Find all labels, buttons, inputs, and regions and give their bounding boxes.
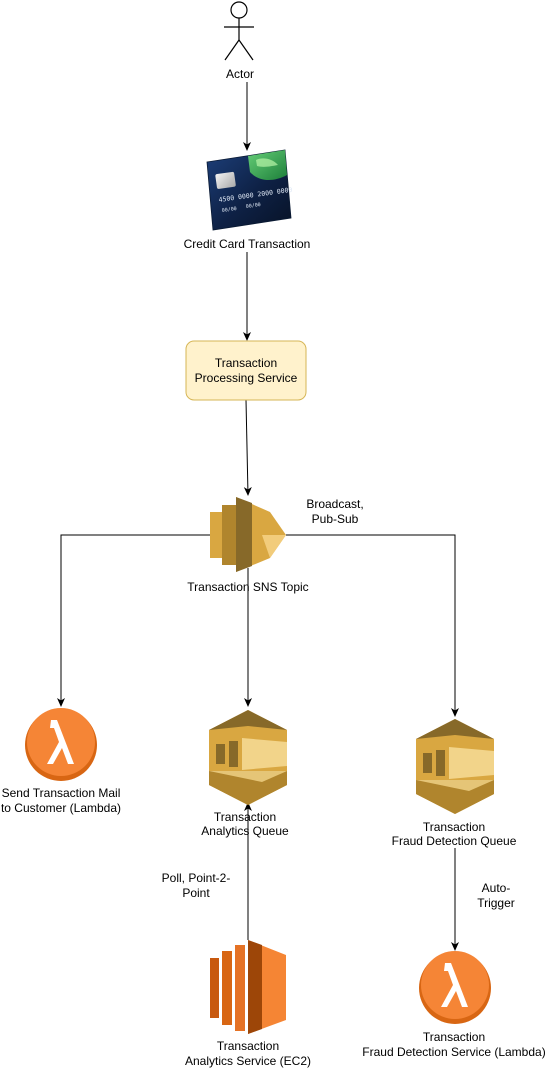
- poll-label-line2: Point: [182, 886, 210, 900]
- sns-topic-label: Transaction SNS Topic: [187, 580, 308, 594]
- lambda-mail-label-line2: to Customer (Lambda): [1, 801, 121, 815]
- edge-sns-to-lambda-mail: [57, 534, 210, 707]
- fraud-queue-node[interactable]: Transaction Fraud Detection Queue: [392, 719, 517, 848]
- fraud-queue-label-line2: Fraud Detection Queue: [392, 834, 517, 848]
- lambda-mail-node[interactable]: Send Transaction Mail to Customer (Lambd…: [1, 708, 121, 815]
- edges: [57, 82, 459, 951]
- aws-ec2-icon: [210, 940, 286, 1034]
- analytics-queue-node[interactable]: Transaction Analytics Queue: [201, 710, 289, 838]
- analytics-queue-label-line1: Transaction: [214, 810, 276, 824]
- credit-card-node[interactable]: 4500 0000 2000 0000 00/00 00/00 Credit C…: [184, 149, 311, 251]
- aws-lambda-icon: [25, 708, 97, 781]
- actor-label: Actor: [226, 67, 254, 81]
- processing-service-box: [185, 340, 307, 401]
- edge-labels: Broadcast, Pub-Sub Poll, Point-2- Point …: [162, 497, 515, 910]
- processing-service-node[interactable]: Transaction Processing Service: [185, 340, 307, 401]
- edge-sns-to-fraud-queue: [286, 534, 459, 717]
- aws-lambda-icon: [419, 951, 491, 1024]
- aws-sns-icon: [210, 497, 286, 572]
- aws-sqs-icon: [416, 719, 494, 814]
- card-date-1: 00/00: [221, 206, 237, 214]
- analytics-service-node[interactable]: Transaction Analytics Service (EC2): [185, 940, 311, 1068]
- poll-label-line1: Poll, Point-2-: [162, 871, 231, 885]
- credit-card-label: Credit Card Transaction: [184, 237, 311, 251]
- fraud-service-node[interactable]: Transaction Fraud Detection Service (Lam…: [362, 951, 546, 1059]
- fraud-service-label-line1: Transaction: [423, 1030, 485, 1044]
- credit-card-icon: 4500 0000 2000 0000 00/00 00/00: [206, 149, 293, 231]
- lambda-mail-label-line1: Send Transaction Mail: [2, 786, 121, 800]
- analytics-service-label-line2: Analytics Service (EC2): [185, 1054, 311, 1068]
- processing-service-label-line2: Processing Service: [195, 371, 298, 385]
- processing-service-label-line1: Transaction: [215, 356, 277, 370]
- auto-trigger-label-line2: Trigger: [477, 896, 515, 910]
- actor-node[interactable]: Actor: [224, 1, 254, 81]
- auto-trigger-label-line1: Auto-: [482, 881, 511, 895]
- sns-topic-node[interactable]: Transaction SNS Topic: [187, 497, 309, 594]
- edge-processing-to-sns: [243, 399, 252, 496]
- analytics-queue-label-line2: Analytics Queue: [201, 824, 289, 838]
- card-date-2: 00/00: [245, 202, 261, 210]
- analytics-service-label-line1: Transaction: [217, 1039, 279, 1053]
- aws-sqs-icon: [209, 710, 287, 805]
- fraud-queue-label-line1: Transaction: [423, 820, 485, 834]
- broadcast-label-line2: Pub-Sub: [312, 512, 359, 526]
- fraud-service-label-line2: Fraud Detection Service (Lambda): [362, 1045, 545, 1059]
- broadcast-label-line1: Broadcast,: [306, 497, 363, 511]
- stick-figure-icon: [224, 1, 254, 61]
